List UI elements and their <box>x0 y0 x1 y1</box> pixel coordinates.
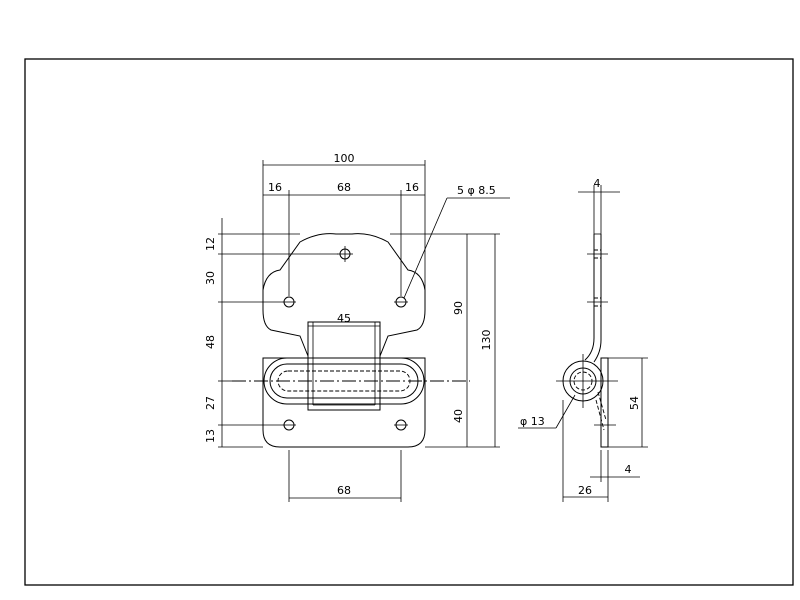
dim-hole-spec: 5 φ 8.5 <box>457 184 496 197</box>
dim-h48: 48 <box>204 335 217 349</box>
drawing-border <box>24 58 794 586</box>
dim-side-height: 54 <box>628 396 641 410</box>
dim-left-offset: 16 <box>268 181 282 194</box>
lower-plate-outline <box>262 357 426 448</box>
side-lower-plate <box>600 357 609 448</box>
side-view: 4 φ 13 54 4 <box>518 177 648 502</box>
dim-side-thickness-bottom: 4 <box>625 463 632 476</box>
dim-h40: 40 <box>452 409 465 423</box>
dim-h130: 130 <box>480 330 493 351</box>
dim-h13: 13 <box>204 429 217 443</box>
dim-h90: 90 <box>452 301 465 315</box>
dim-hole-spacing-bottom: 68 <box>337 484 351 497</box>
front-view: 100 16 68 16 5 φ 8.5 12 30 48 27 13 90 1… <box>204 152 510 502</box>
dim-side-thickness-top: 4 <box>594 177 601 190</box>
dim-handle-width: 45 <box>337 312 351 325</box>
dim-hole-spacing-top: 68 <box>337 181 351 194</box>
dim-side-depth: 26 <box>578 484 592 497</box>
dim-right-offset: 16 <box>405 181 419 194</box>
dim-overall-width: 100 <box>334 152 355 165</box>
dim-h30: 30 <box>204 271 217 285</box>
mounting-holes <box>283 248 407 431</box>
dim-h12: 12 <box>204 237 217 251</box>
handle-tab-outline <box>307 321 381 411</box>
side-upper-plate <box>584 234 602 363</box>
dim-pin-diameter: φ 13 <box>520 415 545 428</box>
dim-h27: 27 <box>204 396 217 410</box>
upper-plate-outline <box>262 233 426 357</box>
